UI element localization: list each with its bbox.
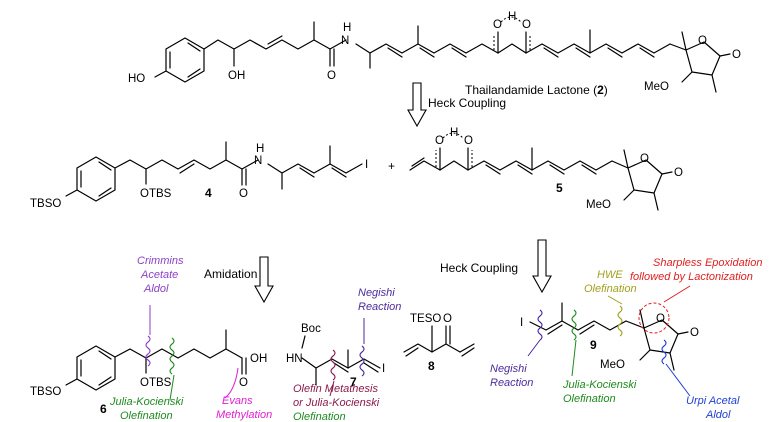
annotation-julia-7: Olefination	[293, 411, 346, 422]
atom-OH: OH	[228, 70, 245, 82]
svg-text:I: I	[382, 363, 385, 375]
svg-text:O: O	[656, 313, 665, 325]
step-amidation: Amidation	[204, 267, 257, 281]
svg-text:O: O	[732, 49, 741, 61]
svg-text:4: 4	[205, 186, 212, 200]
main-chain-2	[203, 39, 347, 50]
svg-text:TESO: TESO	[410, 313, 441, 325]
disconnection-urpi	[661, 339, 667, 365]
atom-H: H	[343, 22, 351, 34]
polyene-left	[355, 43, 499, 54]
disconnection-julia-9	[571, 309, 577, 341]
compound-4: TBSO OTBS 4 O N H I	[30, 141, 368, 210]
atom-O-amide: O	[327, 70, 336, 82]
svg-text:8: 8	[428, 359, 435, 373]
svg-text:9: 9	[590, 338, 597, 352]
svg-text:O: O	[640, 153, 649, 165]
compound-8: TESO O 8	[403, 313, 475, 373]
plus-sign: +	[388, 159, 395, 173]
svg-text:N: N	[254, 155, 262, 167]
svg-text:O: O	[698, 35, 707, 47]
sharpless-circle	[638, 302, 670, 334]
svg-text:O: O	[435, 135, 444, 147]
svg-text:5: 5	[556, 181, 563, 195]
svg-text:O: O	[239, 377, 248, 389]
svg-text:6: 6	[100, 402, 107, 416]
svg-text:Boc: Boc	[301, 323, 321, 335]
retro-arrow-amidation: Amidation	[204, 256, 274, 304]
svg-text:OTBS: OTBS	[140, 188, 172, 200]
disconnection-negishi-7	[359, 345, 365, 377]
step-heck-coupling-2: Heck Coupling	[440, 261, 518, 275]
target-name: Thailandamide Lactone (2)	[465, 83, 608, 97]
svg-text:OH: OH	[250, 353, 267, 365]
svg-text:I: I	[365, 159, 368, 171]
disconnection-metathesis	[330, 349, 336, 381]
chain-4	[114, 159, 259, 170]
disconnection-julia-6	[169, 337, 175, 375]
svg-text:TBSO: TBSO	[30, 386, 61, 398]
atom-N: N	[341, 35, 349, 47]
svg-text:O: O	[493, 19, 502, 31]
svg-text:I: I	[520, 317, 523, 329]
svg-text:O: O	[464, 135, 473, 147]
disconnection-hwe	[617, 305, 623, 337]
disconnection-negishi-9	[537, 309, 543, 341]
svg-text:H: H	[256, 143, 264, 155]
polyene-right	[525, 43, 671, 54]
phenol-ring	[165, 37, 205, 83]
svg-text:O: O	[690, 327, 699, 339]
aryl-ring-4	[76, 156, 116, 202]
svg-text:7: 7	[350, 375, 357, 389]
svg-text:TBSO: TBSO	[30, 198, 61, 210]
lactone-ring-2	[685, 41, 721, 76]
target-compound-2: HO OH O N H O H O	[128, 11, 741, 97]
svg-text:MeO: MeO	[586, 199, 611, 211]
aryl-ring-6	[76, 345, 116, 391]
svg-text:OTBS: OTBS	[140, 377, 172, 389]
atom-HO: HO	[128, 73, 145, 85]
svg-text:MeO: MeO	[600, 359, 625, 371]
svg-text:O: O	[443, 313, 452, 325]
svg-text:HN: HN	[286, 353, 303, 365]
atom-MeO-2: MeO	[644, 81, 669, 93]
step-heck-coupling-1: Heck Coupling	[428, 96, 506, 110]
compound-5: O H O 5 O O MeO	[409, 127, 683, 211]
retro-arrow-heck2: Heck Coupling	[440, 239, 552, 294]
disconnection-crimmins	[145, 335, 151, 367]
svg-text:O: O	[674, 167, 683, 179]
svg-text:O: O	[522, 19, 531, 31]
retro-arrow-heck1: Heck Coupling	[407, 82, 506, 128]
svg-text:O: O	[239, 188, 248, 200]
